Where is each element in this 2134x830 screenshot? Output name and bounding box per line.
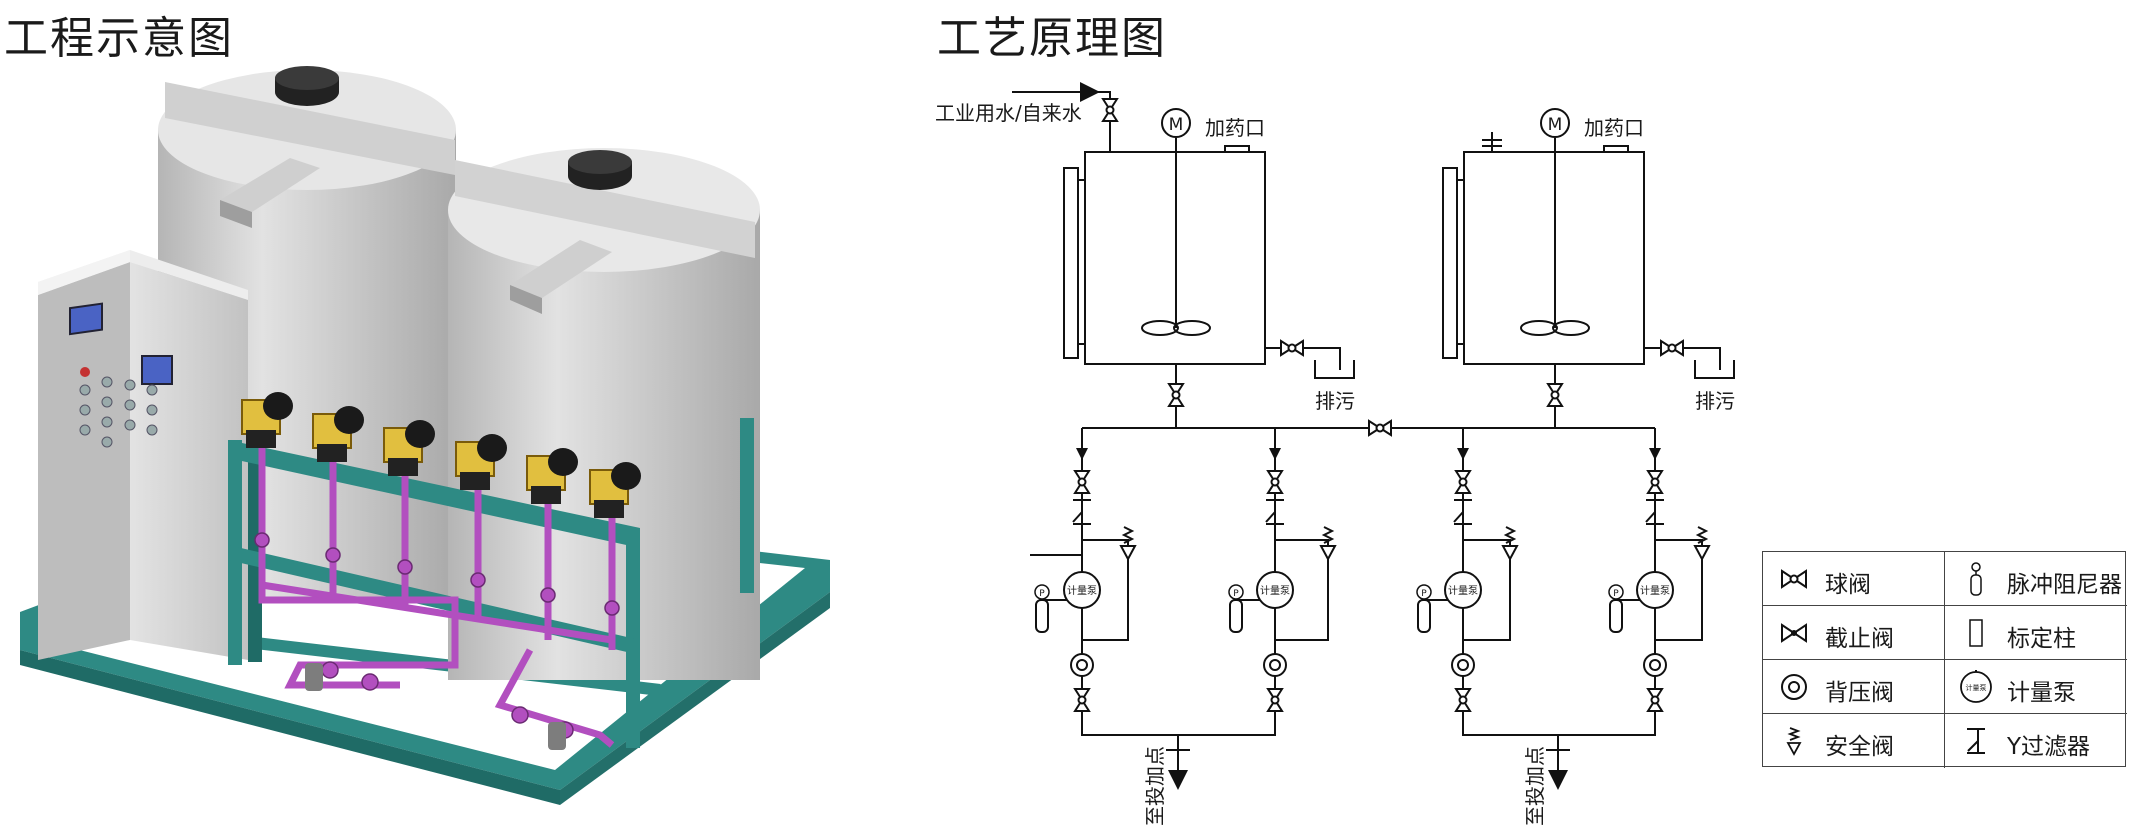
dosing-station-illustration	[20, 66, 830, 805]
dosing-pipes	[258, 430, 616, 748]
legend-item-safety-valve: 安全阀	[1763, 714, 1945, 768]
legend-item-pulse-damper: 脉冲阻尼器	[1945, 552, 2127, 606]
motor-label-2: M	[1548, 115, 1563, 135]
ball-valve-icon	[1781, 569, 1807, 589]
safety-valve-icon	[1786, 727, 1802, 756]
drain-label-1: 排污	[1315, 389, 1355, 413]
legend-item-calibration-column: 标定柱	[1945, 606, 2127, 660]
legend-item-metering-pump: 计量泵 计量泵	[1945, 660, 2127, 714]
legend-label: 背压阀	[1825, 680, 1894, 706]
legend-label: 计量泵	[2007, 680, 2076, 706]
pump-label-1: 计量泵	[1067, 584, 1097, 597]
dosing-port-label-2: 加药口	[1584, 116, 1644, 140]
gauge-label-1: P	[1039, 589, 1045, 599]
metering-pump-icon: 计量泵	[1960, 670, 1992, 703]
water-inlet-label: 工业用水/自来水	[935, 101, 1082, 125]
calibration-column-icon	[1969, 619, 1983, 647]
gauge-label-3: P	[1421, 589, 1427, 599]
legend-label: 安全阀	[1825, 734, 1894, 760]
y-strainers	[305, 663, 566, 750]
globe-valve-icon	[1781, 623, 1807, 643]
legend-item-back-pressure-valve: 背压阀	[1763, 660, 1945, 714]
legend-label: 球阀	[1825, 572, 1871, 598]
outlet-label-1: 至投加点	[1143, 746, 1167, 826]
pump-label-4: 计量泵	[1640, 584, 1670, 597]
tank-back	[158, 66, 456, 600]
motor-label-1: M	[1169, 115, 1184, 135]
legend-label: 脉冲阻尼器	[2007, 572, 2122, 598]
tank-front	[448, 148, 760, 680]
pipe-valves	[254, 532, 620, 739]
dosing-port-label-1: 加药口	[1205, 116, 1265, 140]
pulse-damper-icon	[1970, 562, 1982, 596]
control-cabinet	[38, 250, 248, 660]
outlet-label-2: 至投加点	[1523, 746, 1547, 826]
pump-icon-label: 计量泵	[1966, 683, 1987, 692]
legend-label: 截止阀	[1825, 626, 1894, 652]
legend-item-globe-valve: 截止阀	[1763, 606, 1945, 660]
pump-label-2: 计量泵	[1260, 584, 1290, 597]
drain-label-2: 排污	[1695, 389, 1735, 413]
gauge-label-4: P	[1613, 589, 1619, 599]
metering-pumps	[241, 392, 641, 518]
legend-label: Y过滤器	[2007, 734, 2091, 760]
y-strainer-icon	[1967, 728, 1985, 754]
back-pressure-valve-icon	[1781, 674, 1807, 700]
engineering-diagram-title: 工程示意图	[4, 13, 234, 64]
legend-item-y-strainer: Y过滤器	[1945, 714, 2127, 768]
gauge-label-2: P	[1233, 589, 1239, 599]
pump-label-3: 计量泵	[1448, 584, 1478, 597]
process-diagram-title: 工艺原理图	[937, 13, 1167, 64]
symbol-legend: 球阀 脉冲阻尼器 截止阀 标定柱 背压阀 计量泵	[1762, 551, 2127, 768]
legend-label: 标定柱	[2007, 626, 2076, 652]
legend-item-ball-valve: 球阀	[1763, 552, 1945, 606]
